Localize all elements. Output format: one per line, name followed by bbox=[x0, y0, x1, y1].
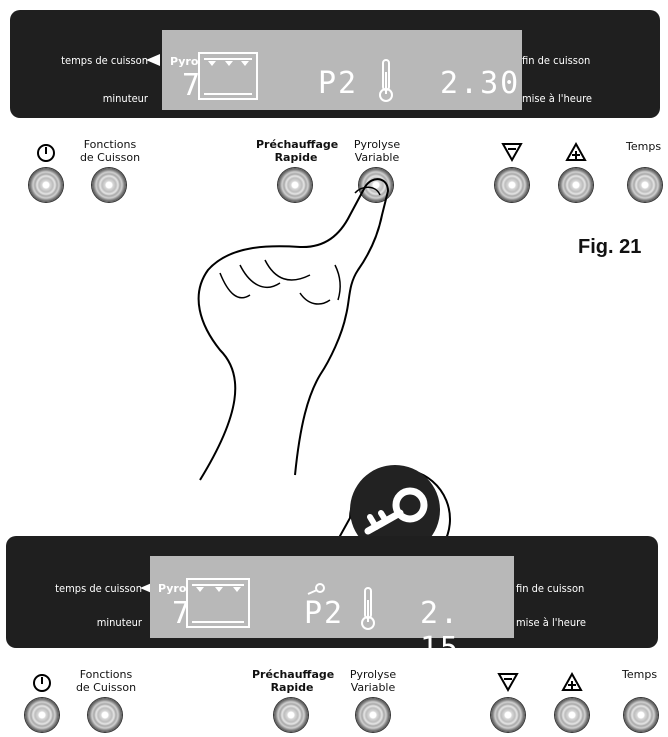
lcd-level-digit-bottom: 7 bbox=[172, 596, 193, 631]
power-icon bbox=[37, 144, 55, 162]
label-timer: minuteur bbox=[102, 92, 148, 105]
hand-pointer-icon bbox=[197, 178, 389, 481]
time-button-top[interactable] bbox=[628, 168, 662, 202]
time-button-bottom[interactable] bbox=[624, 698, 658, 732]
thermometer-icon-bottom bbox=[361, 587, 375, 630]
power-button-top[interactable] bbox=[29, 168, 63, 202]
lcd-program-bottom: P2 bbox=[304, 596, 345, 631]
lcd-program: P2 bbox=[318, 66, 359, 101]
functions-button-bottom[interactable] bbox=[88, 698, 122, 732]
lcd-display-bottom: Pyro 7 P2 2. 15 bbox=[150, 556, 514, 666]
minus-button-bottom[interactable] bbox=[491, 698, 525, 732]
lcd-time-bottom: 2. 15 bbox=[420, 596, 461, 666]
minus-button-top[interactable] bbox=[495, 168, 529, 202]
pyro-label-bottom: Pyro bbox=[158, 582, 187, 595]
power-button-bottom[interactable] bbox=[25, 698, 59, 732]
lcd-display-top: Pyro 7 P2 2.30 bbox=[162, 30, 522, 110]
lcd-level-digit: 7 bbox=[182, 68, 203, 103]
label-end-of-cooking: fin de cuisson bbox=[522, 54, 591, 67]
power-icon-bottom bbox=[33, 674, 51, 692]
time-label-top: Temps bbox=[626, 140, 662, 153]
minus-icon bbox=[501, 143, 523, 163]
label-cooking-time: temps de cuisson bbox=[61, 54, 148, 67]
plus-button-top[interactable] bbox=[559, 168, 593, 202]
plus-button-bottom[interactable] bbox=[555, 698, 589, 732]
plus-icon-bottom bbox=[561, 671, 583, 691]
lcd-time: 2.30 bbox=[440, 66, 521, 101]
time-label-bottom: Temps bbox=[622, 668, 658, 681]
key-icon bbox=[364, 487, 428, 535]
control-panel-bottom: temps de cuisson minuteur Pyro 7 P2 2. 1… bbox=[6, 536, 658, 666]
label-clock-set: mise à l'heure bbox=[522, 92, 593, 105]
minus-icon-bottom bbox=[497, 673, 519, 693]
preheat-button-bottom[interactable] bbox=[274, 698, 308, 732]
thermometer-icon bbox=[379, 59, 393, 102]
label-end-of-cooking-bottom: fin de cuisson bbox=[516, 582, 585, 595]
label-clock-set-bottom: mise à l'heure bbox=[516, 616, 587, 629]
preheat-button-top[interactable] bbox=[278, 168, 312, 202]
figure-label: Fig. 21 bbox=[578, 236, 642, 258]
oven-level-icon bbox=[198, 52, 258, 100]
oven-level-icon-bottom bbox=[186, 578, 250, 628]
arrow-left-icon bbox=[146, 54, 160, 66]
pyrolysis-button-bottom[interactable] bbox=[356, 698, 390, 732]
functions-button-top[interactable] bbox=[92, 168, 126, 202]
label-cooking-time-bottom: temps de cuisson bbox=[55, 582, 142, 595]
control-panel-top: temps de cuisson minuteur Pyro 7 P2 2.30… bbox=[10, 10, 660, 118]
key-icon-small bbox=[307, 583, 325, 595]
pyro-label: Pyro bbox=[170, 55, 199, 68]
label-timer-bottom: minuteur bbox=[96, 616, 142, 629]
plus-icon bbox=[565, 141, 587, 161]
